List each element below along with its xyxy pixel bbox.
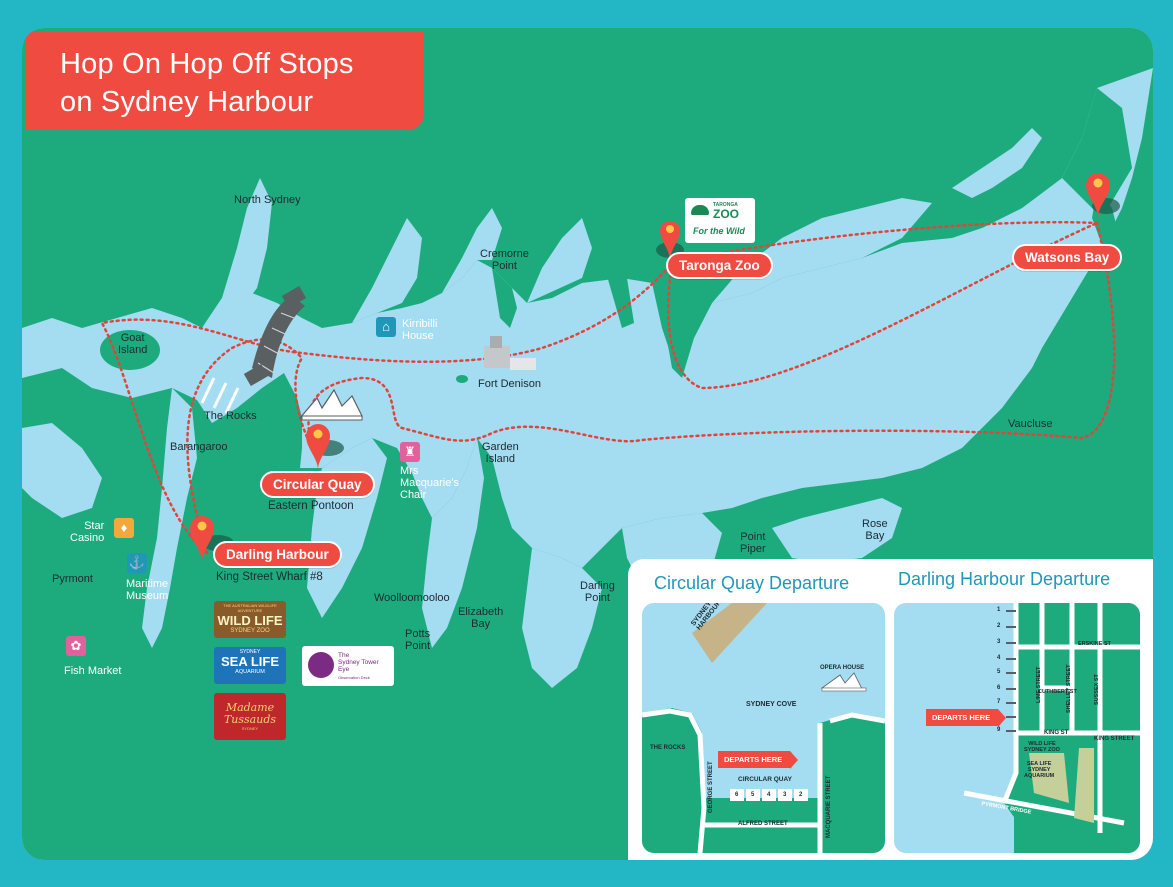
label-vaucluse: Vaucluse [1008, 418, 1053, 430]
chair-icon: ♜ [400, 442, 420, 462]
label-star-casino: Star Casino [70, 520, 105, 544]
label-fort-denison: Fort Denison [478, 378, 541, 390]
sealife-top-text: SYDNEY [239, 649, 261, 655]
dh-cuthbert-label: CUTHBERT ST [1038, 689, 1077, 695]
sealife-logo: SYDNEY SEA LIFE AQUARIUM [214, 647, 286, 684]
cq-cove-label: SYDNEY COVE [746, 701, 797, 708]
title-line-1: Hop On Hop Off Stops [60, 48, 354, 80]
cq-alfred-label: ALFRED STREET [738, 821, 788, 827]
label-pyrmont: Pyrmont [52, 573, 93, 585]
dh-wharf-3: 3 [997, 639, 1001, 645]
dh-wharf-4: 4 [997, 655, 1001, 661]
taronga-animal-icon [691, 205, 709, 215]
label-mrs-macquarie: Mrs Macquarie's Chair [400, 465, 459, 501]
dh-king-label: KING ST [1044, 730, 1069, 736]
dh-sealife-label: SEA LIFE SYDNEY AQUARIUM [1024, 761, 1055, 779]
tower-eye-icon [308, 652, 334, 678]
cq-wharf-5: 5 [751, 792, 755, 798]
madame-title: Madame Tussauds [223, 701, 277, 726]
label-woolloomooloo: Woolloomooloo [374, 592, 450, 604]
dh-inset-map: 1 2 3 4 5 6 7 8 9 LIME STREET SHELLEY ST… [894, 603, 1140, 853]
label-point-piper: Point Piper [740, 531, 766, 555]
sealife-sub: AQUARIUM [235, 669, 265, 675]
fort-denison-icon [484, 336, 536, 370]
label-barangaroo: Barangaroo [170, 441, 228, 453]
taronga-zoo-text: ZOO [713, 207, 739, 221]
dh-wildlife-label: WILD LIFE SYDNEY ZOO [1024, 741, 1060, 753]
dh-king-street-label: KING STREET [1094, 736, 1135, 742]
label-the-rocks: The Rocks [204, 410, 257, 422]
map-title: Hop On Hop Off Stops on Sydney Harbour [26, 32, 424, 130]
dh-wharf-6: 6 [997, 685, 1001, 691]
label-north-sydney: North Sydney [234, 194, 301, 206]
dh-wharf-5: 5 [997, 669, 1001, 675]
label-potts-point: Potts Point [405, 628, 431, 652]
cq-wharf-4: 4 [767, 792, 771, 798]
cq-george-label: GEORGE STREET [708, 761, 714, 813]
sydney-tower-eye-logo: The Sydney Tower Eye Observation Deck [302, 646, 394, 686]
dh-wharf-9: 9 [997, 727, 1001, 733]
madame-tussauds-logo: Madame Tussauds SYDNEY [214, 693, 286, 740]
departure-insets: Circular Quay Departure Darling Harbour … [628, 559, 1153, 860]
house-icon: ⌂ [376, 317, 396, 337]
cq-wharf-2: 2 [799, 792, 803, 798]
stop-darling-sub: King Street Wharf #8 [216, 571, 323, 583]
harbour-bridge [243, 285, 307, 387]
label-cremorne: Cremorne Point [480, 248, 529, 272]
label-fish-market: Fish Market [64, 665, 122, 677]
dh-wharf-1: 1 [997, 607, 1001, 613]
dh-erskine-label: ERSKINE ST [1078, 641, 1112, 647]
label-goat-island: Goat Island [118, 332, 148, 356]
dh-inset-title: Darling Harbour Departure [898, 569, 1111, 589]
anchor-icon: ⚓ [127, 553, 147, 573]
cq-inset-title: Circular Quay Departure [654, 573, 850, 593]
taronga-tagline: For the Wild [693, 226, 745, 236]
wildlife-top-text: THE AUSTRALIAN WILDLIFE ADVENTURE [223, 603, 277, 613]
label-rose-bay: Rose Bay [862, 518, 888, 542]
taronga-logo: TARONGA ZOO For the Wild [685, 198, 755, 243]
taronga-logo-text: TARONGA [713, 202, 738, 208]
lobster-icon: ✿ [66, 636, 86, 656]
label-maritime-museum: Maritime Museum [126, 578, 169, 602]
dh-wharf-2: 2 [997, 623, 1001, 629]
madame-sub: SYDNEY [241, 726, 259, 731]
tower-sub: Observation Deck [338, 675, 370, 680]
stop-circular-sub: Eastern Pontoon [268, 500, 354, 512]
title-line-2: on Sydney Harbour [60, 86, 314, 118]
label-garden-island: Garden Island [482, 441, 519, 465]
label-darling-point: Darling Point [580, 580, 615, 604]
cq-inset-map: SYDNEY HARBOUR BRIDGE OPERA HOUSE SYDNEY… [642, 603, 885, 853]
stop-watsons-bay[interactable]: Watsons Bay [1012, 244, 1123, 271]
opera-house-icon [298, 388, 363, 421]
casino-icon: ♦ [114, 518, 134, 538]
map-frame: Hop On Hop Off Stops on Sydney Harbour N… [22, 28, 1153, 860]
cq-macquarie-label: MACQUARIE STREET [826, 775, 832, 838]
stop-taronga-zoo[interactable]: Taronga Zoo [666, 252, 773, 279]
cq-wharf-6: 6 [735, 792, 739, 798]
cq-quay-label: CIRCULAR QUAY [738, 776, 792, 783]
label-kirribilli: Kirribilli House [402, 318, 438, 342]
tower-title: The Sydney Tower Eye [338, 652, 379, 673]
dh-lime-label: LIME STREET [1036, 666, 1042, 703]
cq-wharf-3: 3 [783, 792, 787, 798]
dh-departs-here[interactable]: DEPARTS HERE [926, 709, 1007, 727]
dh-wharf-7: 7 [997, 699, 1001, 705]
stop-circular-quay[interactable]: Circular Quay [260, 471, 375, 498]
wildlife-sub: SYDNEY ZOO [230, 628, 270, 634]
pin-circular-icon [306, 424, 344, 470]
dh-sussex-label: SUSSEX ST [1094, 674, 1100, 705]
cq-opera-label: OPERA HOUSE [820, 665, 865, 671]
label-elizabeth-bay: Elizabeth Bay [458, 606, 504, 630]
wharf-piers [200, 377, 240, 414]
sealife-title: SEA LIFE [220, 654, 280, 669]
wildlife-title: WILD LIFE [217, 613, 283, 628]
cq-rocks-label: THE ROCKS [650, 745, 686, 751]
wildlife-zoo-logo: THE AUSTRALIAN WILDLIFE ADVENTURE WILD L… [214, 601, 286, 638]
stop-darling-harbour[interactable]: Darling Harbour [213, 541, 342, 568]
cq-departs-here[interactable]: DEPARTS HERE [718, 751, 799, 769]
pin-watsons-icon [1086, 173, 1120, 218]
